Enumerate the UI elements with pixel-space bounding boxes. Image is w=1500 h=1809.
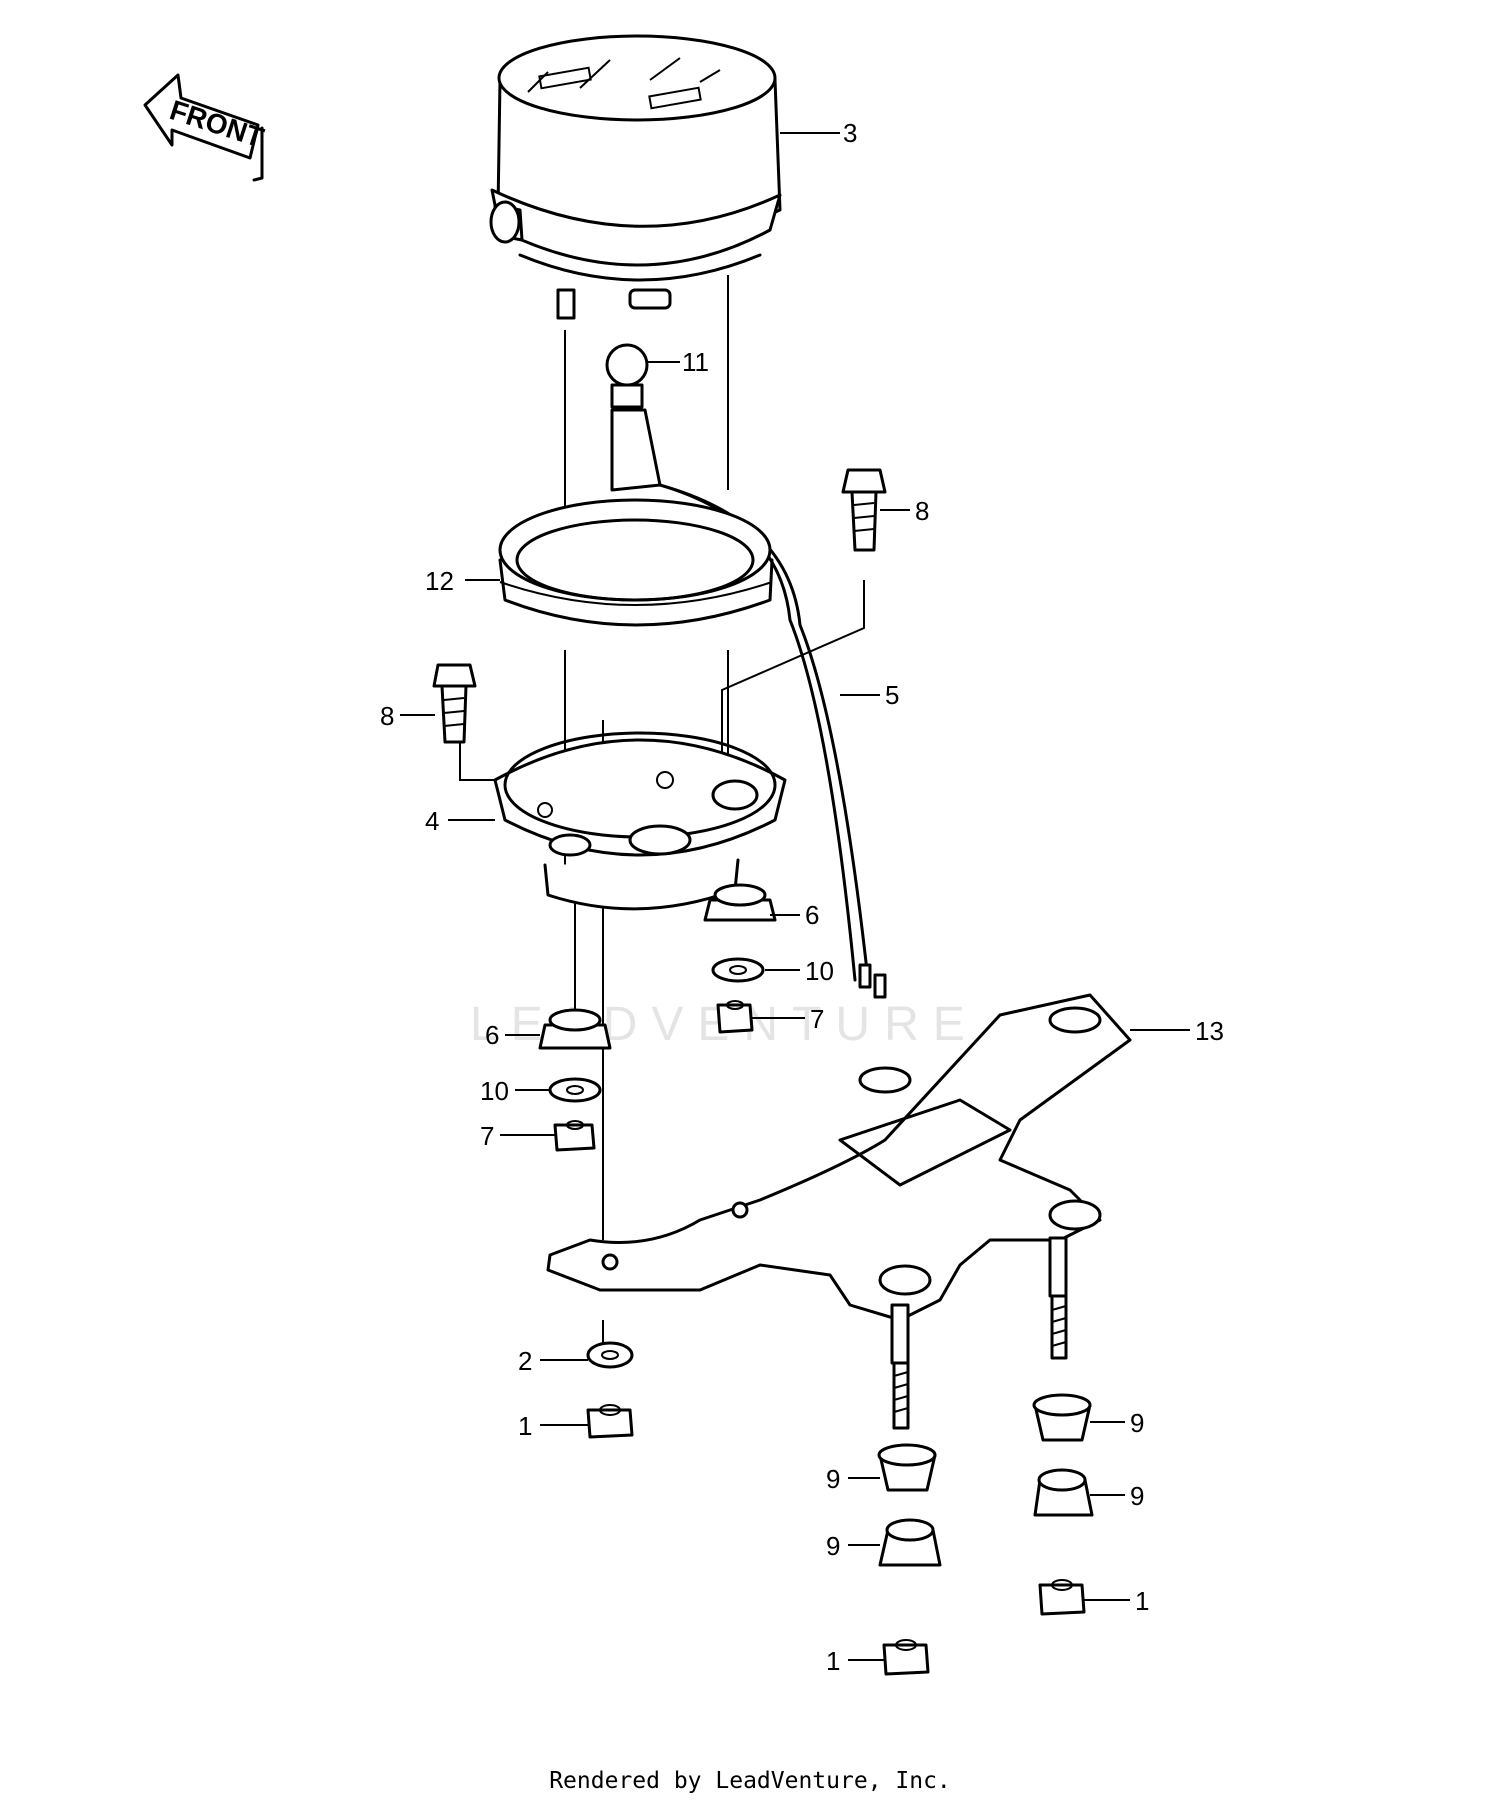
callout-6-left: 6 [485, 1020, 499, 1050]
meter-ring [498, 498, 774, 627]
callout-9-left-upper: 9 [826, 1464, 840, 1494]
nut-right [1038, 1579, 1086, 1616]
callout-9-left-lower: 9 [826, 1531, 840, 1561]
callout-10-left: 10 [480, 1076, 509, 1106]
callout-4: 4 [425, 806, 439, 836]
meter-bracket [546, 993, 1132, 1430]
leader-lines [400, 132, 1190, 1661]
callout-8-upper: 8 [915, 496, 929, 526]
nut-left-bottom [882, 1639, 930, 1676]
washer-lower [586, 1341, 634, 1369]
meter-case [493, 731, 787, 911]
grommet-9-right-upper [1032, 1393, 1092, 1442]
bolt-upper [841, 468, 887, 552]
speedometer [489, 34, 782, 320]
grommet-9-left-upper [877, 1443, 937, 1492]
callout-1-right: 1 [1135, 1586, 1149, 1616]
callout-13: 13 [1195, 1016, 1224, 1046]
callout-6-right: 6 [805, 900, 819, 930]
callout-7-left: 7 [480, 1121, 494, 1151]
grommet-9-left-lower [878, 1518, 942, 1567]
grommet-9-right-lower [1033, 1468, 1094, 1517]
wire-connectors [858, 963, 887, 999]
grommet-stack-right [703, 883, 777, 1034]
callout-1-bottom: 1 [826, 1646, 840, 1676]
callout-7-right: 7 [810, 1004, 824, 1034]
callout-2: 2 [518, 1346, 532, 1376]
grommet-stack-left [538, 1008, 612, 1152]
callout-12: 12 [425, 566, 454, 596]
callout-11: 11 [682, 347, 709, 377]
callout-labels: 3 11 8 12 5 8 4 6 10 7 13 6 10 7 2 1 9 9… [380, 118, 1224, 1676]
front-arrow-icon: FRONT [143, 73, 267, 182]
footer-credit: Rendered by LeadVenture, Inc. [549, 1768, 951, 1794]
nut-lower-left [586, 1404, 634, 1439]
callout-1-left: 1 [518, 1411, 532, 1441]
bolt-lower [432, 663, 477, 744]
callout-8-lower: 8 [380, 701, 394, 731]
callout-10-right: 10 [805, 956, 834, 986]
callout-5: 5 [885, 680, 899, 710]
callout-9-right-lower: 9 [1130, 1481, 1144, 1511]
callout-3: 3 [843, 118, 857, 148]
callout-9-right-upper: 9 [1130, 1408, 1144, 1438]
